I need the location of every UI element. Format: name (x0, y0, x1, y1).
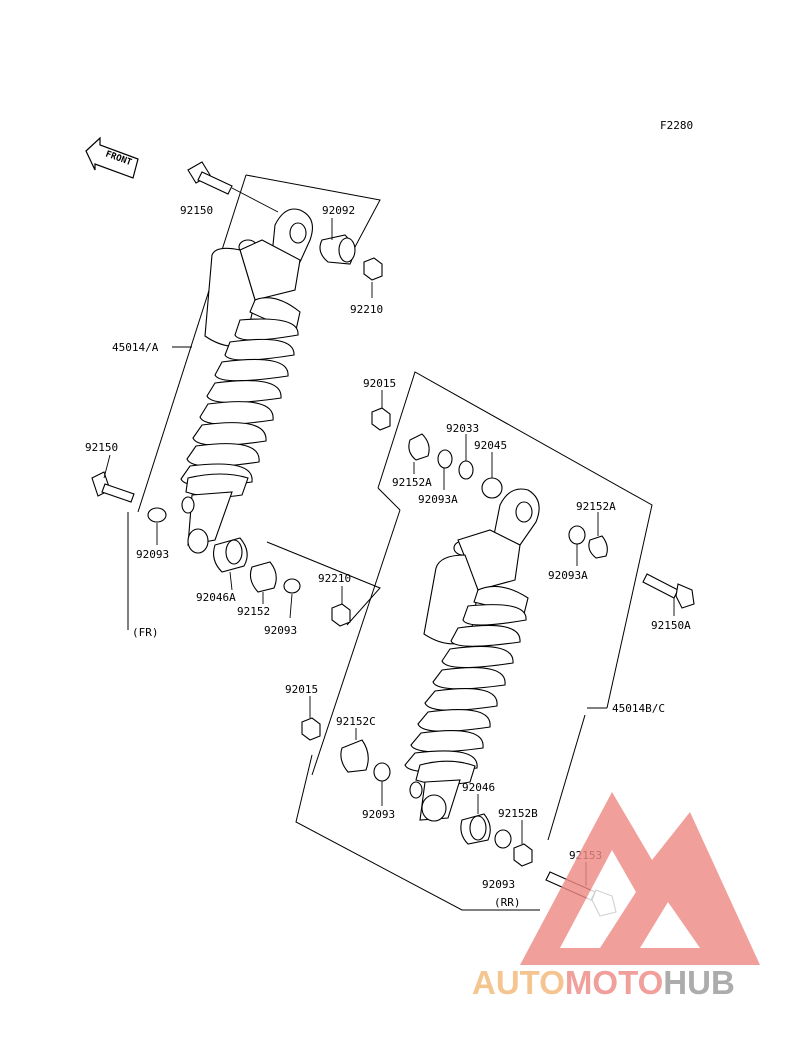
rear-lower-nut-icon (301, 717, 321, 741)
front-bearing-icon (213, 537, 248, 573)
rear-bolt-label: 92150A (651, 619, 691, 632)
front-arrow-icon: FRONT (85, 136, 139, 179)
front-bolt-lower-label: 92150 (85, 441, 118, 454)
rear-washer-a-label: 92093A (418, 493, 458, 506)
front-nut-top-label: 92210 (350, 303, 383, 316)
rear-washer-right-icon (568, 525, 586, 545)
front-lower-nut-icon (331, 603, 351, 627)
figure-code: F2280 (660, 119, 693, 132)
rear-top-nut-icon (371, 407, 391, 431)
rear-nut-lower-label: 92015 (285, 683, 318, 696)
rear-collar-a-icon (408, 433, 430, 461)
watermark-part1: AUTO (472, 964, 565, 1001)
rear-bushing-label: 92045 (474, 439, 507, 452)
front-shock-frame (127, 174, 381, 630)
watermark-part3: HUB (663, 964, 735, 1001)
front-lower-washer-icon (147, 507, 167, 523)
rear-shock-absorber (404, 488, 540, 822)
front-top-nut-icon (363, 257, 383, 281)
rear-washer-right-label: 92093A (548, 569, 588, 582)
front-top-bolt-icon (187, 161, 233, 195)
rear-collar-c-label: 92152C (336, 715, 376, 728)
rear-bolt-icon (642, 573, 695, 609)
rear-washer-bottom-icon (494, 829, 512, 849)
front-bolt-label: 92150 (180, 204, 213, 217)
rear-washer-lower-icon (373, 762, 391, 782)
rear-nut-top-label: 92015 (363, 377, 396, 390)
front-lower-bolt-icon (91, 471, 135, 503)
rear-washer-bottom-label: 92093 (482, 878, 515, 891)
rear-circlip-icon (458, 460, 474, 480)
rear-collar-right-icon (588, 535, 608, 559)
rear-bushing-icon (481, 477, 503, 499)
front-leader-lines (103, 187, 373, 619)
rear-washer-a-icon (437, 449, 453, 469)
watermark-logo: AUTOMOTOHUB (472, 792, 760, 1001)
front-top-bushing-icon (319, 234, 356, 265)
rear-circlip-label: 92033 (446, 422, 479, 435)
front-bearing-label: 92046A (196, 591, 236, 604)
rear-collar-b-icon (513, 843, 533, 867)
rear-washer-lower-label: 92093 (362, 808, 395, 821)
rear-collar-b-label: 92152B (498, 807, 538, 820)
watermark-part2: MOTO (565, 964, 663, 1001)
svg-text:AUTOMOTOHUB: AUTOMOTOHUB (472, 964, 735, 1001)
front-washer2-label: 92093 (264, 624, 297, 637)
rear-shock-label: 45014B/C (612, 702, 665, 715)
rear-bearing-label: 92046 (462, 781, 495, 794)
rear-collar-a-label: 92152A (392, 476, 432, 489)
rear-bearing-icon (460, 813, 491, 845)
rear-collar-right-label: 92152A (576, 500, 616, 513)
front-bushing-top-label: 92092 (322, 204, 355, 217)
front-washer-lower-label: 92093 (136, 548, 169, 561)
front-collar-label: 92152 (237, 605, 270, 618)
rear-group-label: (RR) (494, 896, 521, 909)
front-shock-absorber (180, 208, 313, 554)
front-group-label: (FR) (132, 626, 159, 639)
front-shock-label: 45014/A (112, 341, 159, 354)
rear-shock-frame (295, 371, 653, 911)
front-collar-icon (249, 561, 277, 593)
front-washer2-icon (283, 578, 301, 594)
front-nut-lower-label: 92210 (318, 572, 351, 585)
rear-collar-c-icon (340, 739, 369, 773)
